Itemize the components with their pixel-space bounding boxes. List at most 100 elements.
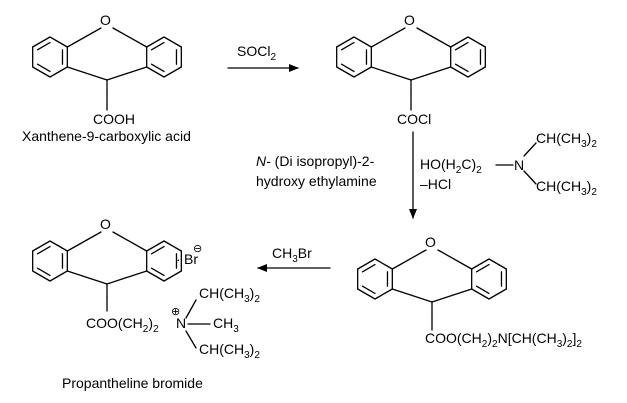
isopropyl-label-bottom: CH(CH3)2 bbox=[536, 178, 597, 198]
n-isopropyl-bond-down bbox=[185, 330, 197, 349]
left-ring-bond bbox=[374, 288, 393, 300]
n-isopropyl-bond-up bbox=[185, 299, 197, 319]
reagent-name-line2: hydroxy ethylamine bbox=[256, 173, 377, 189]
right-ring-bond bbox=[471, 258, 490, 270]
reagent-name-line1: N- (Di isopropyl)-2- bbox=[256, 153, 375, 169]
left-ring-bond bbox=[32, 66, 51, 78]
quaternary-nitrogen-label: N bbox=[176, 315, 186, 331]
right-ring-bond bbox=[163, 66, 182, 78]
right-ring-bond bbox=[146, 66, 165, 78]
right-ring-bond bbox=[450, 66, 469, 78]
xanthene-ring-system bbox=[357, 249, 507, 316]
xanthene-9-carbonyl-chloride-structure: O COCl bbox=[336, 12, 486, 127]
ether-bond-right bbox=[437, 249, 473, 270]
left-ring-bond bbox=[32, 240, 51, 252]
left-ring-bond bbox=[336, 36, 355, 48]
diisopropylaminoethanol-structure: HO(H2C)2 N CH(CH3)2 CH(CH3)2 –HCl bbox=[420, 130, 597, 198]
right-ring-bond bbox=[450, 36, 469, 48]
right-ring-double-bond bbox=[150, 63, 165, 73]
left-ring-double-bond bbox=[361, 285, 376, 295]
c9-bond-left bbox=[66, 270, 108, 285]
right-ring-bond bbox=[146, 36, 165, 48]
positive-charge-icon: ⊕ bbox=[171, 306, 180, 318]
left-ring-double-bond bbox=[36, 41, 51, 51]
n-isopropyl-bond-up bbox=[523, 142, 537, 157]
oxygen-label: O bbox=[425, 234, 436, 250]
left-ring-bond bbox=[49, 36, 68, 48]
left-ring-bond bbox=[353, 36, 372, 48]
oxygen-label: O bbox=[404, 12, 415, 28]
left-ring-bond bbox=[336, 66, 355, 78]
isopropyl-label-bottom: CH(CH3)2 bbox=[199, 341, 260, 361]
right-ring-double-bond bbox=[454, 63, 469, 73]
c9-bond-left bbox=[391, 288, 433, 303]
ether-bond-right bbox=[112, 231, 148, 252]
propantheline-bromide-structure: O COO(CH2)2 N ⊕ CH(CH3)2 CH3 CH(CH3)2 · … bbox=[32, 216, 260, 391]
cooh-group-label: COOH bbox=[93, 111, 135, 127]
minus-hcl-label: –HCl bbox=[420, 176, 451, 192]
right-ring-bond bbox=[163, 36, 182, 48]
n-isopropyl-bond-down bbox=[523, 170, 537, 185]
oxygen-label: O bbox=[100, 216, 111, 232]
product-name: Propantheline bromide bbox=[62, 375, 203, 391]
right-ring-bond bbox=[146, 240, 165, 252]
left-ring-bond bbox=[32, 270, 51, 282]
right-ring-double-bond bbox=[150, 267, 165, 277]
ether-bond-left bbox=[66, 231, 102, 252]
right-ring-double-bond bbox=[150, 41, 165, 51]
oxygen-label: O bbox=[100, 12, 111, 28]
right-ring-double-bond bbox=[475, 285, 490, 295]
left-ring-bond bbox=[49, 240, 68, 252]
left-ring-double-bond bbox=[340, 41, 355, 51]
left-ring-double-bond bbox=[361, 263, 376, 273]
ether-bond-left bbox=[66, 27, 102, 48]
ether-bond-left bbox=[370, 27, 406, 48]
isopropyl-label-top: CH(CH3)2 bbox=[536, 130, 597, 150]
c9-bond-right bbox=[410, 66, 452, 81]
reagent-ch3br: CH3Br bbox=[272, 245, 312, 265]
right-ring-bond bbox=[488, 288, 507, 300]
left-ring-bond bbox=[353, 66, 372, 78]
ester-chain-label: COO(CH2)2N[CH(CH3)2]2 bbox=[425, 330, 582, 350]
ether-bond-left bbox=[391, 249, 427, 270]
right-ring-bond bbox=[163, 270, 182, 282]
c9-bond-right bbox=[431, 288, 473, 303]
ether-bond-right bbox=[416, 27, 452, 48]
c9-bond-right bbox=[106, 66, 148, 81]
ether-bond-right bbox=[112, 27, 148, 48]
diisopropylaminoethyl-ester-structure: O COO(CH2)2N[CH(CH3)2]2 bbox=[357, 234, 582, 350]
left-ring-bond bbox=[49, 270, 68, 282]
left-ring-double-bond bbox=[36, 63, 51, 73]
c9-bond-right bbox=[106, 270, 148, 285]
left-ring-double-bond bbox=[36, 245, 51, 255]
reactant-name: Xanthene-9-carboxylic acid bbox=[22, 128, 191, 144]
cocl-group-label: COCl bbox=[397, 111, 431, 127]
right-ring-bond bbox=[467, 36, 486, 48]
right-ring-bond bbox=[467, 66, 486, 78]
nitrogen-label: N bbox=[514, 157, 524, 173]
c9-bond-left bbox=[370, 66, 412, 81]
xanthene-ring-system bbox=[32, 27, 182, 94]
right-ring-double-bond bbox=[475, 263, 490, 273]
right-ring-double-bond bbox=[454, 41, 469, 51]
left-ring-double-bond bbox=[36, 267, 51, 277]
left-ring-bond bbox=[357, 288, 376, 300]
left-ring-bond bbox=[49, 66, 68, 78]
left-ring-bond bbox=[357, 258, 376, 270]
isopropyl-label-top: CH(CH3)2 bbox=[199, 285, 260, 305]
left-ring-double-bond bbox=[340, 63, 355, 73]
ester-chain-label: COO(CH2)2 bbox=[86, 315, 159, 335]
dot-separator: · bbox=[176, 251, 181, 267]
xanthene-ring-system bbox=[32, 231, 182, 298]
right-ring-bond bbox=[146, 270, 165, 282]
right-ring-bond bbox=[488, 258, 507, 270]
negative-charge-icon: ⊖ bbox=[193, 243, 202, 255]
right-ring-bond bbox=[471, 288, 490, 300]
methyl-label: CH3 bbox=[213, 315, 239, 335]
c9-bond-left bbox=[66, 66, 108, 81]
reagent-socl2: SOCl2 bbox=[237, 43, 276, 63]
xanthene-9-carboxylic-acid-structure: O COOH Xanthene-9-carboxylic acid bbox=[22, 12, 191, 144]
bromide-ion-label: Br bbox=[184, 251, 198, 267]
left-ring-bond bbox=[32, 36, 51, 48]
